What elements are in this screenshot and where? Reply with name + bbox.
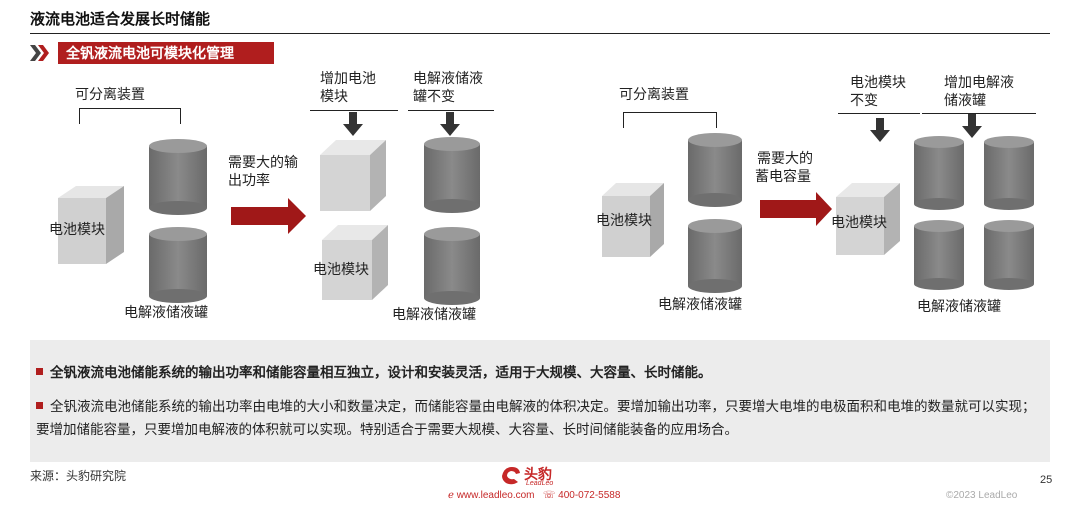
module-unchanged-rule (838, 113, 920, 114)
web-icon: ℯ (448, 490, 454, 501)
tank-unchanged-label-line1: 电解液储液 (413, 70, 483, 86)
electrolyte-tank-cylinder (424, 227, 480, 305)
add-modules-label-line2: 模块 (320, 88, 348, 104)
electrolyte-tank-cylinder (688, 219, 742, 293)
add-modules-rule (310, 110, 398, 111)
red-arrow-right-icon (760, 192, 832, 226)
electrolyte-tank-cylinder (984, 220, 1034, 290)
electrolyte-tank-cylinder (424, 137, 480, 213)
cell-module-label: 电池模块 (313, 261, 369, 277)
cell-module-label: 电池模块 (831, 214, 887, 230)
electrolyte-tank-cylinder (149, 139, 207, 215)
contact-line: ℯ www.leadleo.com ☏ 400-072-5588 (448, 490, 620, 501)
cell-module-cube (322, 225, 388, 300)
diagram-capacity-scaling (540, 0, 1080, 340)
bullet-square-icon (36, 368, 43, 375)
bullet-square-icon (36, 402, 43, 409)
phone-number: 400-072-5588 (558, 490, 621, 501)
diagram-capacity-graphics (602, 114, 1034, 293)
arrow-label-line1: 需要大的 (757, 150, 813, 166)
electrolyte-tank-cylinder (914, 136, 964, 210)
section-title: 全钒液流电池可模块化管理 (58, 42, 274, 64)
arrow-label-line1: 需要大的输 (228, 154, 298, 170)
electrolyte-tank-cylinder (984, 136, 1034, 210)
website-link[interactable]: www.leadleo.com (456, 490, 535, 501)
tank-unchanged-label-line2: 罐不变 (413, 88, 455, 104)
down-arrow-icon (440, 112, 460, 136)
page-number: 25 (1040, 474, 1053, 486)
double-chevron-right-icon (30, 44, 50, 62)
logo-subtext: LeadLeo (526, 480, 554, 487)
electrolyte-tank-cylinder (914, 220, 964, 290)
source-note: 来源：头豹研究院 (30, 469, 127, 483)
leopard-logo-icon (500, 464, 522, 486)
add-modules-label-line1: 增加电池 (320, 70, 376, 86)
arrow-label-line2: 蓄电容量 (755, 168, 811, 184)
cell-module-cube (836, 183, 900, 255)
add-tanks-label-line1: 增加电解液 (944, 74, 1014, 90)
tank-label: 电解液储液罐 (917, 298, 1001, 314)
cell-module-cube (58, 186, 124, 264)
tank-unchanged-rule (408, 110, 494, 111)
red-arrow-right-icon (231, 198, 306, 234)
down-arrow-icon (343, 112, 363, 136)
page-title: 液流电池适合发展长时储能 (30, 11, 211, 28)
module-unchanged-label-line1: 电池模块 (850, 74, 906, 90)
tank-label: 电解液储液罐 (658, 296, 742, 312)
arrow-label-line2: 出功率 (228, 172, 270, 188)
copyright: ©2023 LeadLeo (946, 490, 1018, 501)
tank-label: 电解液储液罐 (124, 304, 208, 320)
diagram-power-scaling (0, 0, 540, 340)
bullet-item: 全钒液流电池储能系统的输出功率和储能容量相互独立，设计和安装灵活，适用于大规模、… (36, 361, 1041, 384)
cell-module-cube (320, 140, 386, 211)
tank-label: 电解液储液罐 (392, 306, 476, 322)
bullet-text: 全钒液流电池储能系统的输出功率由电堆的大小和数量决定，而储能容量由电解液的体积决… (36, 399, 1036, 437)
separable-label: 可分离装置 (619, 86, 689, 102)
logo-text: 头豹 (524, 466, 552, 482)
cell-module-label: 电池模块 (49, 221, 105, 237)
title-divider (30, 33, 1050, 34)
cell-module-label: 电池模块 (596, 212, 652, 228)
cell-module-cube (602, 183, 664, 257)
separable-label: 可分离装置 (75, 86, 145, 102)
electrolyte-tank-cylinder (149, 227, 207, 303)
diagram-power-graphics (58, 112, 480, 305)
electrolyte-tank-cylinder (688, 133, 742, 207)
bullet-text: 全钒液流电池储能系统的输出功率和储能容量相互独立，设计和安装灵活，适用于大规模、… (50, 365, 712, 380)
down-arrow-icon (870, 118, 890, 142)
phone-icon: ☏ (542, 490, 556, 501)
down-arrow-icon (962, 114, 982, 138)
module-unchanged-label-line2: 不变 (850, 92, 878, 108)
add-tanks-label-line2: 储液罐 (944, 92, 986, 108)
bullet-item: 全钒液流电池储能系统的输出功率由电堆的大小和数量决定，而储能容量由电解液的体积决… (36, 395, 1041, 441)
separable-bracket (623, 112, 717, 128)
separable-bracket (79, 108, 181, 124)
summary-panel (30, 340, 1050, 462)
add-tanks-rule (922, 113, 1036, 114)
